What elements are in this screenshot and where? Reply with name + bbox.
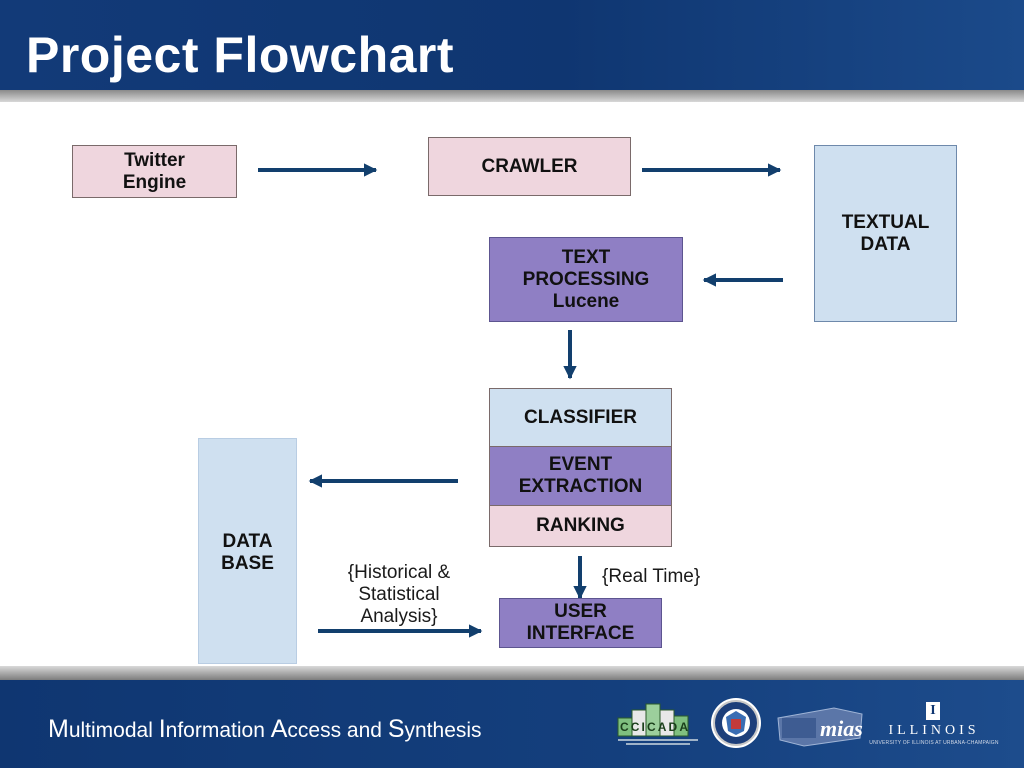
node-user-interface-line-2: INTERFACE	[526, 623, 635, 644]
annotation-real-time: {Real Time}	[602, 566, 732, 588]
footer-tagline-third-cap: A	[270, 715, 288, 743]
header-divider	[0, 90, 1024, 102]
node-textual-data-line-2: DATA	[860, 234, 911, 255]
svg-text:mias: mias	[820, 716, 863, 741]
node-textual-data-line-1: TEXTUAL	[841, 212, 930, 233]
node-twitter-engine: Twitter Engine	[72, 145, 237, 198]
ccicada-logo: CCICADA	[616, 700, 702, 746]
illinois-block-i-logo: I	[926, 702, 940, 720]
node-crawler-label: CRAWLER	[481, 155, 578, 177]
node-user-interface: USER INTERFACE	[499, 598, 662, 648]
footer-tagline-second-rest: nformation	[165, 719, 271, 742]
annotation-historical: {Historical & Statistical Analysis}	[322, 562, 476, 628]
node-text-processing-line-2: PROCESSING	[522, 268, 650, 290]
node-twitter-engine-line-2: Engine	[122, 171, 187, 193]
svg-text:CCICADA: CCICADA	[620, 720, 688, 734]
node-event-extraction-line-2: EXTRACTION	[518, 476, 643, 497]
node-textual-data: TEXTUAL DATA	[814, 145, 957, 322]
footer-tagline-first-cap: M	[48, 715, 69, 743]
node-text-processing-line-1: TEXT	[561, 246, 611, 268]
annotation-historical-line-1: {Historical &	[347, 562, 451, 583]
node-crawler: CRAWLER	[428, 137, 631, 196]
footer-tagline: Multimodal Information Access and Synthe…	[48, 715, 482, 744]
footer-tagline-first-rest: ultimodal	[68, 719, 159, 742]
footer-divider	[0, 666, 1024, 680]
node-database: DATA BASE	[198, 438, 297, 664]
footer-tagline-fourth-rest: ynthesis	[404, 719, 482, 742]
node-user-interface-line-1: USER	[554, 601, 607, 622]
node-text-processing-line-3: Lucene	[552, 290, 620, 312]
annotation-historical-line-3: Analysis}	[360, 606, 438, 627]
header-bar	[0, 0, 1024, 90]
footer-tagline-third-rest: ccess and	[287, 719, 388, 742]
node-classifier-label: CLASSIFIER	[524, 406, 637, 428]
annotation-real-time-label: {Real Time}	[602, 566, 701, 587]
node-ranking-label: RANKING	[536, 515, 625, 536]
node-twitter-engine-line-1: Twitter	[124, 149, 185, 171]
node-classifier: CLASSIFIER	[489, 388, 672, 447]
mias-logo: mias	[774, 700, 866, 748]
node-text-processing: TEXT PROCESSING Lucene	[489, 237, 683, 322]
dhs-seal-logo	[710, 697, 762, 749]
node-event-extraction: EVENT EXTRACTION	[489, 446, 672, 506]
node-ranking: RANKING	[489, 505, 672, 547]
annotation-historical-line-2: Statistical	[358, 584, 440, 605]
illinois-subtitle: UNIVERSITY OF ILLINOIS AT URBANA-CHAMPAI…	[869, 740, 999, 746]
page-title: Project Flowchart	[26, 27, 455, 83]
node-database-line-2: BASE	[221, 553, 274, 574]
footer-tagline-second-cap: I	[158, 715, 166, 743]
footer-tagline-fourth-cap: S	[387, 715, 405, 743]
illinois-wordmark: ILLINOIS	[888, 723, 980, 738]
node-event-extraction-line-1: EVENT	[548, 454, 613, 475]
node-database-line-1: DATA	[222, 531, 273, 552]
